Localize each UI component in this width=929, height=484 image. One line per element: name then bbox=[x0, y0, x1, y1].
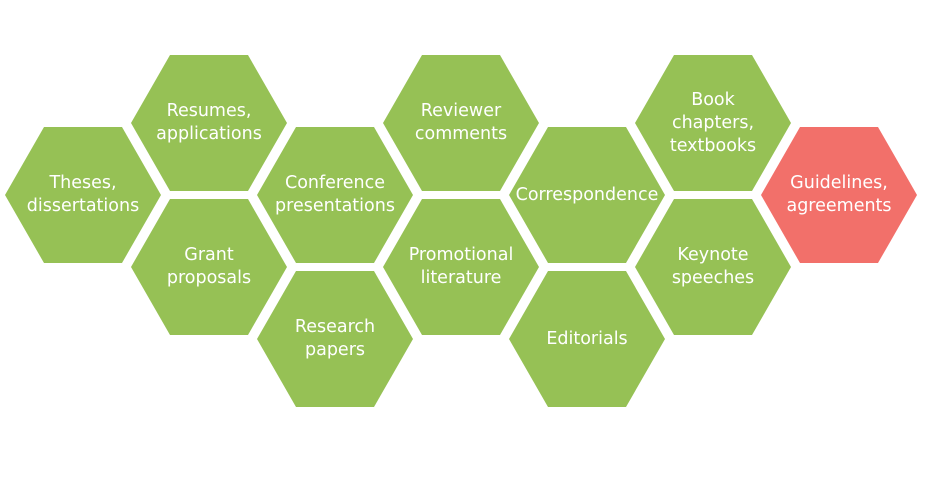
hex-label: Resumes, applications bbox=[156, 101, 262, 144]
hex-label: Conference presentations bbox=[275, 173, 395, 216]
hex-label: Grant proposals bbox=[166, 245, 252, 288]
hex-reviewer: Reviewer comments bbox=[383, 55, 539, 191]
hex-keynote: Keynote speeches bbox=[635, 199, 791, 335]
hex-label: Promotional literature bbox=[408, 245, 514, 288]
hex-label: Theses, dissertations bbox=[26, 173, 140, 216]
hex-label: Reviewer comments bbox=[414, 101, 508, 144]
hex-conference: Conference presentations bbox=[257, 127, 413, 263]
hex-editorials: Editorials bbox=[509, 271, 665, 407]
hex-label: Book chapters, textbooks bbox=[669, 89, 757, 156]
hex-guidelines: Guidelines, agreements bbox=[761, 127, 917, 263]
hex-theses: Theses, dissertations bbox=[5, 127, 161, 263]
hex-correspondence: Correspondence bbox=[509, 127, 665, 263]
hex-book: Book chapters, textbooks bbox=[635, 55, 791, 191]
hex-label: Editorials bbox=[546, 328, 628, 349]
hex-label: Research papers bbox=[294, 317, 376, 360]
hex-grant: Grant proposals bbox=[131, 199, 287, 335]
hex-label: Keynote speeches bbox=[671, 245, 755, 288]
hex-promotional: Promotional literature bbox=[383, 199, 539, 335]
hex-label: Guidelines, agreements bbox=[786, 173, 892, 216]
hex-resumes: Resumes, applications bbox=[131, 55, 287, 191]
hex-research: Research papers bbox=[257, 271, 413, 407]
hex-label: Correspondence bbox=[515, 184, 659, 205]
